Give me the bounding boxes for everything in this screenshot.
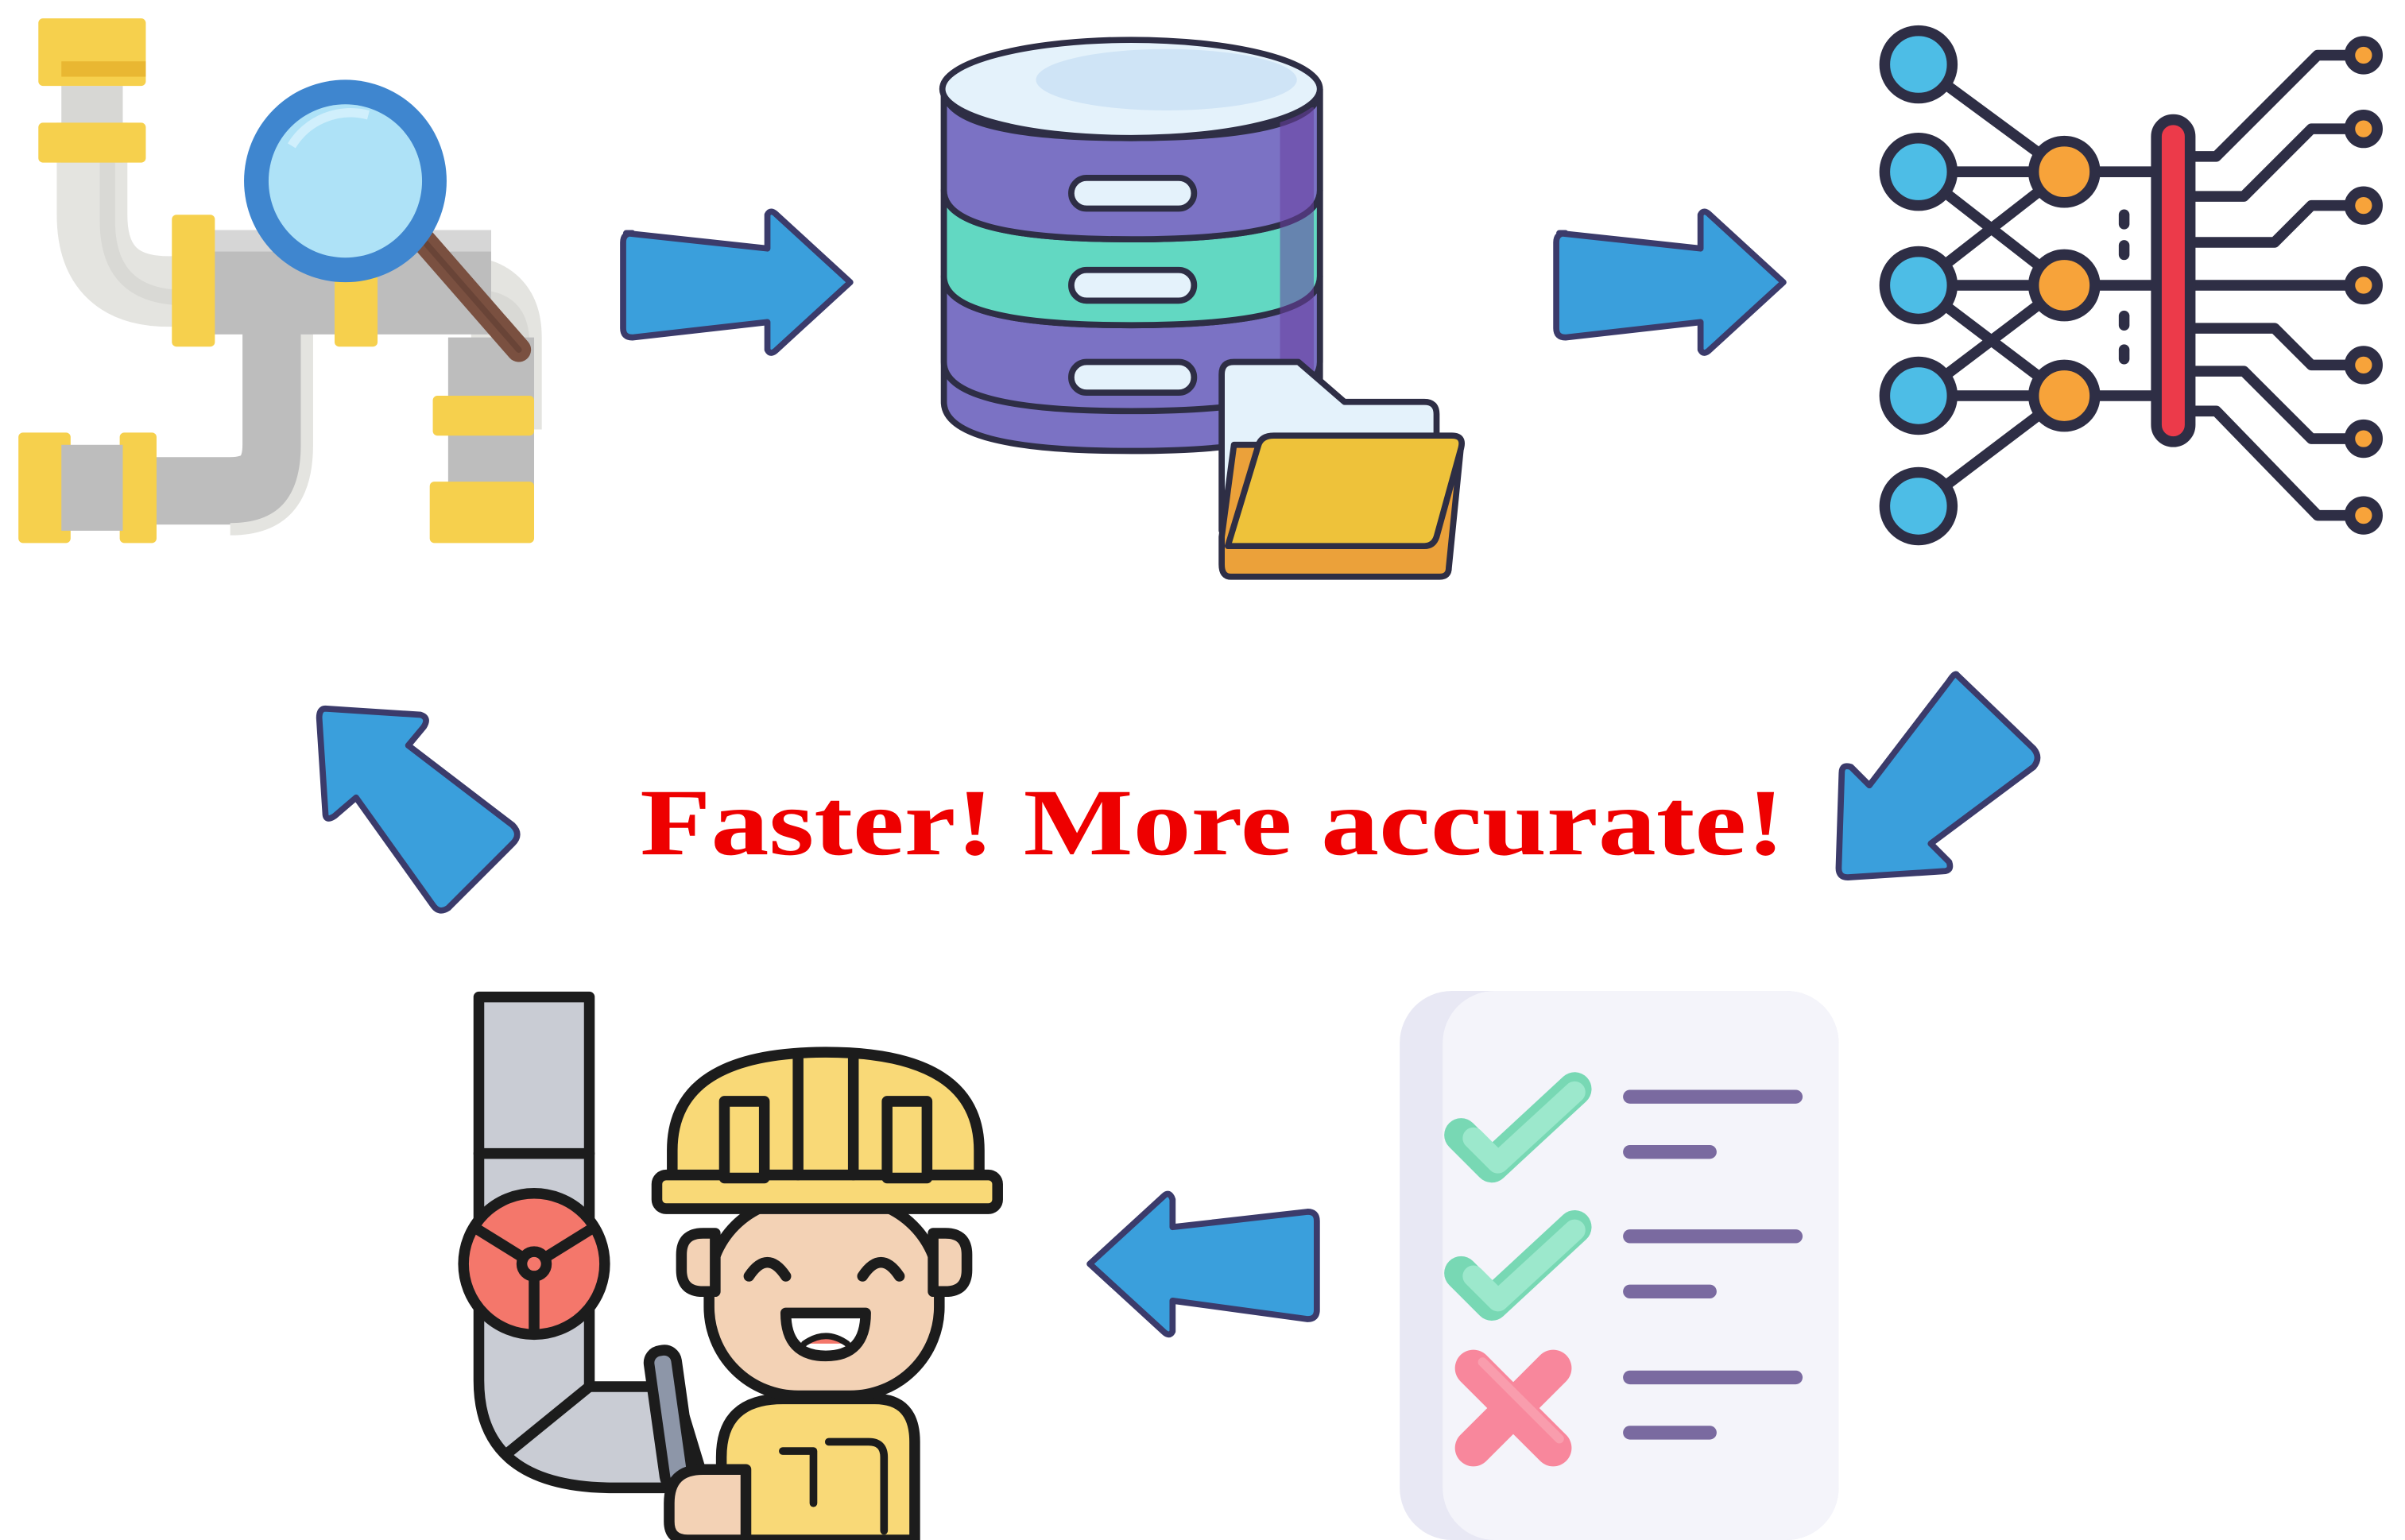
pipeline-worker-icon — [458, 991, 1003, 1540]
arrow-icon — [1553, 208, 1787, 356]
headline-text: Faster! More accurate! — [640, 769, 1785, 875]
arrow-icon — [1835, 671, 2041, 880]
arrow-icon — [620, 208, 854, 356]
neural-network-chip-icon — [1879, 25, 2383, 546]
pipe-inspection-icon — [18, 18, 542, 544]
arrow-icon — [316, 705, 521, 914]
database-folder-icon — [939, 37, 1465, 580]
arrow-icon — [1086, 1190, 1320, 1338]
checklist-icon — [1400, 990, 1839, 1540]
